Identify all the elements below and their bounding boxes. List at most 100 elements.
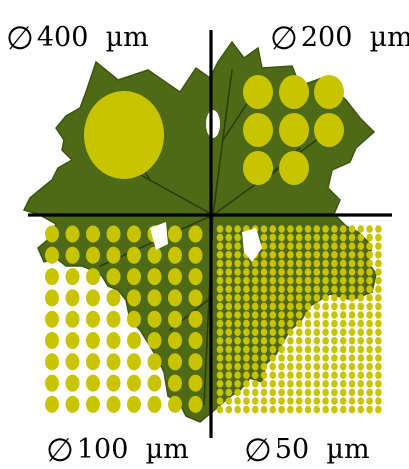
dot-50um	[304, 225, 312, 233]
dot-50um	[243, 345, 250, 354]
dot-50um	[322, 397, 329, 405]
dot-200um	[243, 75, 273, 109]
dot-100um	[65, 310, 80, 328]
diameter-symbol: ∅	[46, 431, 74, 469]
dot-50um	[251, 362, 259, 371]
dot-50um	[225, 354, 233, 362]
dot-50um	[304, 388, 312, 397]
dot-50um	[366, 388, 373, 397]
dot-50um	[269, 328, 277, 337]
dot-50um	[357, 311, 365, 319]
diameter-symbol: ∅	[6, 19, 34, 57]
dot-50um	[278, 233, 285, 242]
dot-50um	[225, 405, 233, 414]
dot-50um	[375, 354, 382, 362]
dot-50um	[322, 371, 329, 380]
dot-50um	[313, 405, 321, 414]
dot-100um	[86, 395, 100, 413]
label-unit: µm	[105, 22, 149, 53]
dot-50um	[225, 225, 233, 233]
dot-100um	[127, 374, 141, 392]
dot-50um	[278, 362, 285, 371]
dot-200um	[314, 75, 344, 109]
dot-50um	[331, 311, 338, 319]
dot-50um	[216, 268, 224, 276]
dot-50um	[375, 319, 382, 328]
dot-50um	[260, 319, 268, 328]
dot-50um	[331, 380, 338, 388]
dot-50um	[269, 276, 277, 285]
dot-50um	[348, 319, 356, 328]
dot-50um	[225, 311, 233, 319]
dot-50um	[295, 276, 303, 285]
dot-50um	[278, 319, 285, 328]
dot-50um	[304, 354, 312, 362]
dot-50um	[375, 362, 382, 371]
dot-50um	[269, 362, 277, 371]
dot-50um	[278, 285, 285, 294]
dot-50um	[304, 294, 312, 302]
dot-50um	[287, 311, 294, 319]
dot-50um	[234, 285, 241, 294]
dot-50um	[278, 405, 285, 414]
dot-50um	[278, 388, 285, 397]
dot-50um	[287, 380, 294, 388]
dot-50um	[357, 388, 365, 397]
dots-100um	[45, 225, 203, 413]
dot-50um	[251, 311, 259, 319]
dot-50um	[234, 276, 241, 285]
dot-50um	[216, 276, 224, 285]
dot-50um	[243, 362, 250, 371]
dot-100um	[147, 332, 162, 349]
dot-50um	[295, 362, 303, 371]
dot-50um	[225, 345, 233, 354]
dot-50um	[313, 354, 321, 362]
dot-50um	[243, 328, 250, 337]
dot-50um	[225, 319, 233, 328]
dot-50um	[322, 328, 329, 337]
dot-50um	[287, 302, 294, 311]
dot-50um	[339, 294, 347, 302]
dot-50um	[322, 319, 329, 328]
dot-50um	[357, 276, 365, 285]
dot-100um	[127, 353, 141, 371]
dot-50um	[322, 242, 329, 250]
dot-50um	[313, 242, 321, 250]
dot-50um	[269, 380, 277, 388]
dot-100um	[65, 395, 80, 413]
dot-50um	[234, 251, 241, 259]
dot-50um	[348, 380, 356, 388]
dot-50um	[331, 319, 338, 328]
dot-50um	[331, 242, 338, 250]
dot-50um	[339, 233, 347, 242]
dot-100um	[86, 332, 100, 349]
dot-50um	[234, 259, 241, 268]
dot-50um	[322, 294, 329, 302]
dot-50um	[269, 311, 277, 319]
dot-50um	[216, 345, 224, 354]
dot-50um	[322, 268, 329, 276]
dot-50um	[348, 397, 356, 405]
dot-50um	[269, 388, 277, 397]
dot-50um	[251, 380, 259, 388]
diameter-symbol: ∅	[270, 19, 298, 57]
dot-50um	[278, 337, 285, 345]
dot-50um	[339, 405, 347, 414]
dot-50um	[295, 233, 303, 242]
dot-400um	[84, 91, 164, 179]
label-value: 200	[300, 22, 353, 53]
dot-50um	[357, 337, 365, 345]
dot-50um	[331, 276, 338, 285]
dot-50um	[348, 311, 356, 319]
dot-50um	[216, 362, 224, 371]
dot-50um	[260, 233, 268, 242]
dot-50um	[251, 388, 259, 397]
dot-100um	[127, 225, 141, 243]
dot-50um	[269, 225, 277, 233]
dot-50um	[287, 405, 294, 414]
dot-100um	[45, 332, 59, 349]
dot-50um	[260, 337, 268, 345]
dot-50um	[313, 388, 321, 397]
dot-50um	[225, 251, 233, 259]
dot-50um	[243, 337, 250, 345]
